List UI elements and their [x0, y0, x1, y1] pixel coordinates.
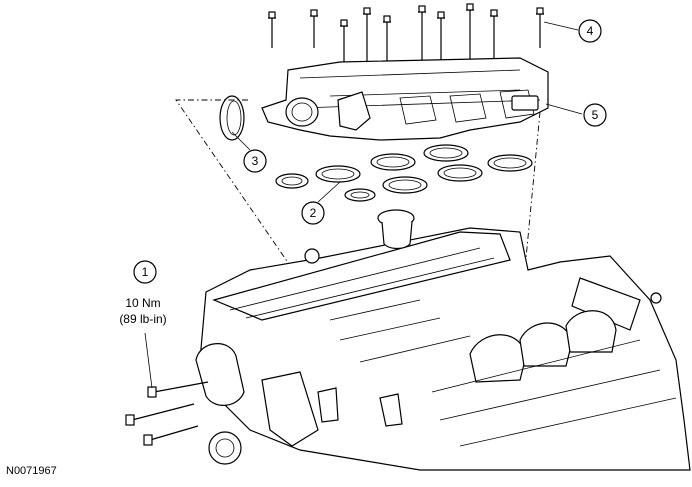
- intake-manifold: [261, 57, 549, 141]
- callout-4: 4: [578, 19, 602, 43]
- torque-spec-lbin: (89 lb-in): [119, 312, 166, 326]
- alignment-lines: [175, 99, 541, 301]
- callout-3: 3: [243, 149, 267, 173]
- throttle-body-gasket: [219, 95, 245, 141]
- callout-leaders: [144, 21, 583, 389]
- callout-4-label: 4: [587, 24, 594, 38]
- oil-filler-cap: [304, 209, 415, 264]
- callout-5: 5: [583, 103, 607, 127]
- callout-2: 2: [301, 201, 325, 225]
- figure-id: N0071967: [6, 465, 57, 477]
- callout-2-label: 2: [310, 206, 317, 220]
- torque-spec-nm: 10 Nm: [125, 296, 160, 310]
- callout-1: 1: [133, 260, 157, 284]
- callout-1-label: 1: [142, 265, 149, 279]
- engine-assembly: [195, 227, 691, 471]
- lower-bolts: [125, 381, 209, 446]
- intake-manifold-gaskets: [275, 144, 533, 202]
- callout-3-label: 3: [252, 154, 259, 168]
- callout-5-label: 5: [592, 108, 599, 122]
